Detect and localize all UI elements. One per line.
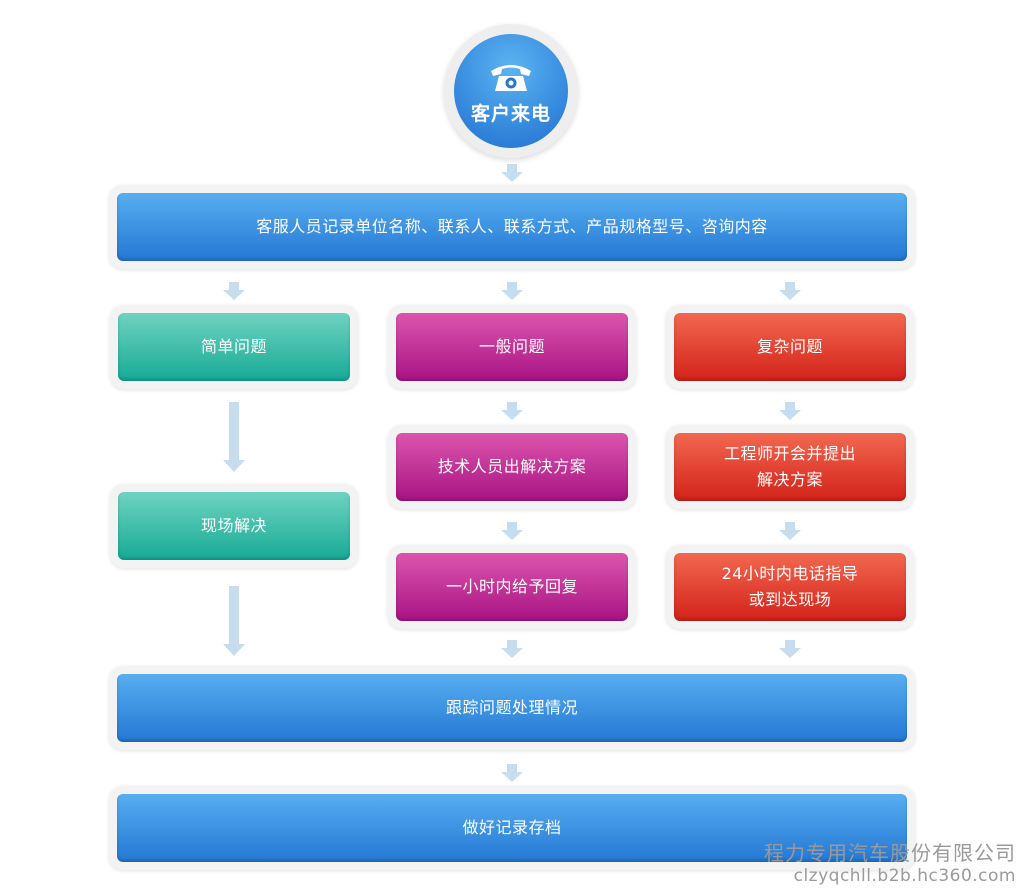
- complex-problem-step: 复杂问题: [666, 305, 914, 389]
- tech-solution-step: 技术人员出解决方案: [388, 425, 636, 509]
- arrow-record-complex: [779, 282, 801, 300]
- simple-problem-step: 简单问题: [110, 305, 358, 389]
- simple-problem-label: 简单问题: [118, 313, 350, 381]
- arrow-reply-track: [501, 640, 523, 658]
- tech-solution-label: 技术人员出解决方案: [396, 433, 628, 501]
- phone-guide-step: 24小时内电话指导 或到达现场: [666, 545, 914, 629]
- record-step-label: 客服人员记录单位名称、联系人、联系方式、产品规格型号、咨询内容: [117, 193, 907, 261]
- archive-step-label: 做好记录存档: [117, 794, 907, 862]
- arrow-simple-onsite: [223, 402, 245, 472]
- complex-problem-label: 复杂问题: [674, 313, 906, 381]
- arrow-record-simple: [223, 282, 245, 300]
- general-problem-step: 一般问题: [388, 305, 636, 389]
- onsite-solve-step: 现场解决: [110, 484, 358, 568]
- arrow-tech-reply: [501, 522, 523, 540]
- reply-hour-label: 一小时内给予回复: [396, 553, 628, 621]
- arrow-general-tech: [501, 402, 523, 420]
- arrow-record-general: [501, 282, 523, 300]
- start-circle: 客户来电: [454, 34, 568, 148]
- arrow-phone-track: [779, 640, 801, 658]
- reply-hour-step: 一小时内给予回复: [388, 545, 636, 629]
- arrow-complex-engineer: [779, 402, 801, 420]
- telephone-icon: [491, 64, 531, 91]
- start-label: 客户来电: [470, 102, 551, 125]
- track-step: 跟踪问题处理情况: [109, 666, 915, 750]
- engineer-meeting-label: 工程师开会并提出 解决方案: [674, 433, 906, 501]
- arrow-start-record: [501, 164, 523, 182]
- arrow-onsite-track: [223, 586, 245, 656]
- onsite-solve-label: 现场解决: [118, 492, 350, 560]
- arrow-engineer-phone: [779, 522, 801, 540]
- record-step: 客服人员记录单位名称、联系人、联系方式、产品规格型号、咨询内容: [109, 185, 915, 269]
- watermark-company: 程力专用汽车股份有限公司: [764, 841, 1016, 865]
- watermark: 程力专用汽车股份有限公司 clzyqchll.b2b.hc360.com: [764, 837, 1016, 886]
- watermark-url: clzyqchll.b2b.hc360.com: [793, 866, 1016, 886]
- start-node: 客户来电: [444, 24, 578, 158]
- archive-step: 做好记录存档: [109, 786, 915, 870]
- phone-guide-label: 24小时内电话指导 或到达现场: [674, 553, 906, 621]
- track-step-label: 跟踪问题处理情况: [117, 674, 907, 742]
- engineer-meeting-step: 工程师开会并提出 解决方案: [666, 425, 914, 509]
- arrow-track-archive: [501, 764, 523, 782]
- general-problem-label: 一般问题: [396, 313, 628, 381]
